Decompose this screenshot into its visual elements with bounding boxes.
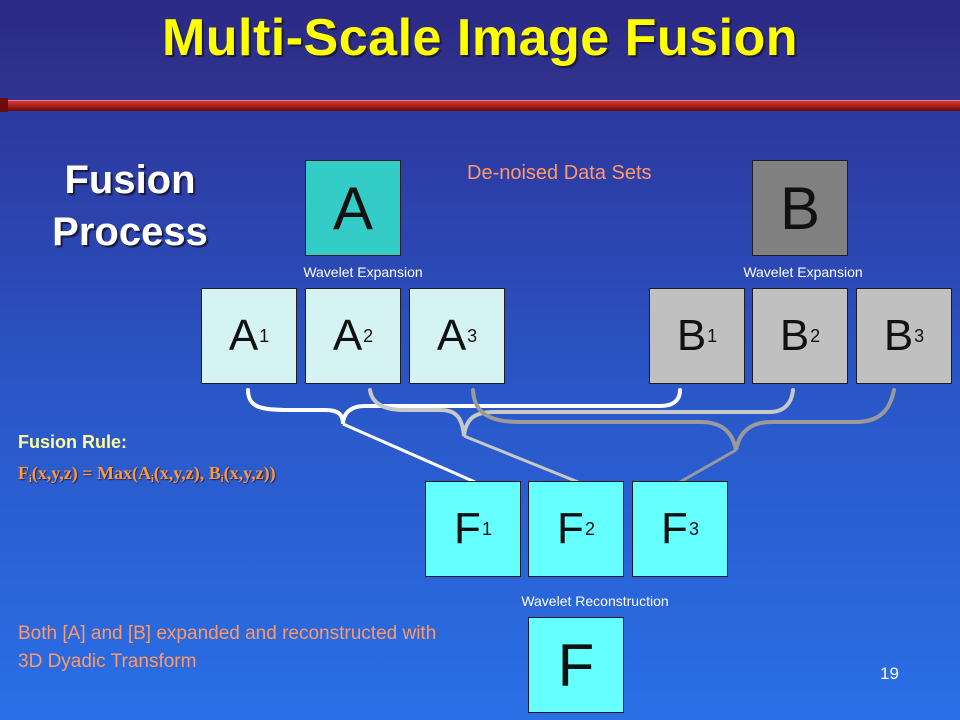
source-a-label: A xyxy=(332,174,374,242)
formula-part-2: (x,y,z), B xyxy=(153,463,221,483)
f3-letter: F xyxy=(661,504,688,553)
result-f-label: F xyxy=(557,631,595,699)
reconstruction-label: Wavelet Reconstruction xyxy=(521,593,669,609)
f1-index: 1 xyxy=(481,518,492,539)
f2-letter: F xyxy=(557,504,584,553)
b3-letter: B xyxy=(883,311,914,360)
b3-index: 3 xyxy=(914,325,925,346)
fusion-rule-heading: Fusion Rule: xyxy=(18,432,127,452)
source-b-label: B xyxy=(779,174,821,242)
source-a-box: A xyxy=(305,160,401,256)
b1-index: 1 xyxy=(707,325,718,346)
brace-a3-b3 xyxy=(471,388,896,451)
formula-part-3: (x,y,z)) xyxy=(223,463,276,483)
a1-index: 1 xyxy=(259,325,270,346)
denoised-caption: De-noised Data Sets xyxy=(467,162,652,184)
formula-index-2: i xyxy=(151,474,154,485)
b2-letter: B xyxy=(779,311,810,360)
source-b-box: B xyxy=(752,160,848,256)
expansion-label-a: Wavelet Expansion xyxy=(303,264,423,280)
expansion-label-b: Wavelet Expansion xyxy=(743,264,863,280)
b1-letter: B xyxy=(676,311,707,360)
fusion-rule-formula: Fi(x,y,z) = Max(Ai(x,y,z), Bi(x,y,z)) xyxy=(18,463,276,485)
a1-letter: A xyxy=(228,311,259,360)
title-divider xyxy=(0,100,960,111)
a3-letter: A xyxy=(436,311,467,360)
f3-index: 3 xyxy=(688,518,699,539)
result-f-box: F xyxy=(528,617,624,713)
formula-part-1: (x,y,z) = Max(A xyxy=(31,463,152,483)
b2-index: 2 xyxy=(810,325,821,346)
f1-letter: F xyxy=(454,504,481,553)
formula-index-3: i xyxy=(220,474,224,485)
formula-f: F xyxy=(18,463,29,483)
a3-index: 3 xyxy=(467,325,478,346)
brace-a1-b1 xyxy=(246,388,682,425)
footnote: Both [A] and [B] expanded and reconstruc… xyxy=(18,623,437,672)
page-number: 19 xyxy=(880,664,899,683)
f2-index: 2 xyxy=(584,518,595,539)
slide-title: Multi-Scale Image Fusion xyxy=(161,9,799,67)
a2-letter: A xyxy=(332,311,363,360)
title-divider-cap xyxy=(0,98,8,112)
header-band xyxy=(0,0,960,100)
arrow-to-f3 xyxy=(679,448,737,484)
brace-a2-b2 xyxy=(368,388,795,437)
arrow-to-f2 xyxy=(463,434,579,484)
side-heading: Fusion Process xyxy=(52,158,208,254)
formula-index-1: i xyxy=(29,474,32,485)
a2-index: 2 xyxy=(363,325,374,346)
arrow-to-f1 xyxy=(342,422,476,484)
